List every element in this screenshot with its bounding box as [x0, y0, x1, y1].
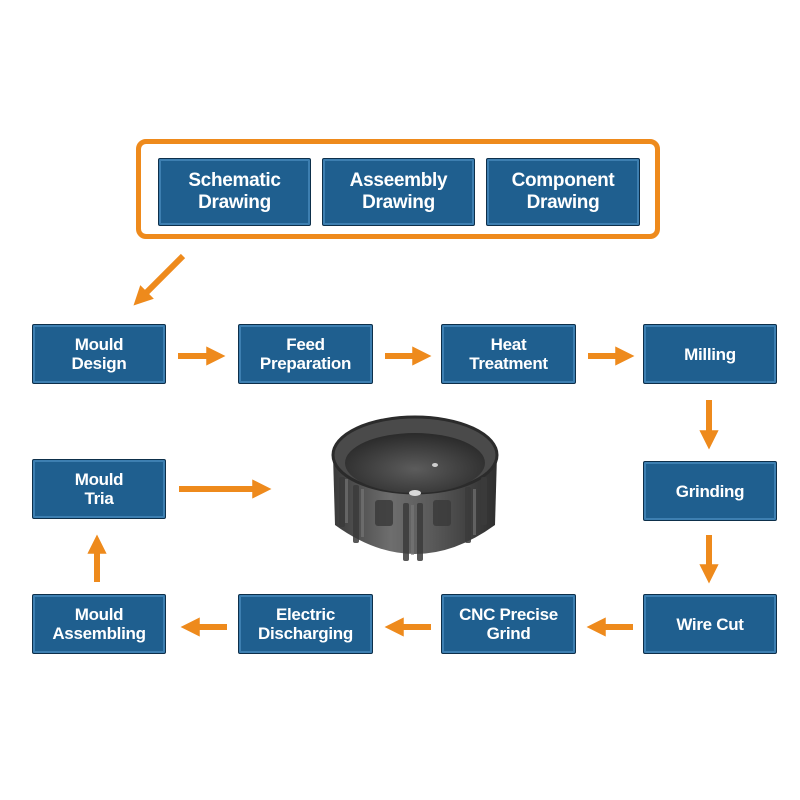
mould-assembling-label: Mould Assembling [52, 605, 146, 643]
grinding-label: Grinding [675, 481, 745, 501]
milling-box: Milling [643, 324, 777, 384]
electric-discharging-box: Electric Discharging [238, 594, 373, 654]
heat-treatment-label: Heat Treatment [469, 335, 548, 373]
grinding-box: Grinding [643, 461, 777, 521]
milling-label: Milling [684, 344, 736, 364]
feed-preparation-box: Feed Preparation [238, 324, 373, 384]
schematic-drawing-label: Schematic Drawing [188, 170, 281, 213]
assembly-drawing-box: Asseembly Drawing [322, 158, 475, 226]
schematic-drawing-box: Schematic Drawing [158, 158, 311, 226]
mould-assembling-box: Mould Assembling [32, 594, 166, 654]
component-drawing-label: Component Drawing [511, 170, 615, 213]
cnc-precise-grind-box: CNC Precise Grind [441, 594, 576, 654]
heat-treatment-box: Heat Treatment [441, 324, 576, 384]
arrow-drawings-to-mould-design [133, 253, 186, 306]
mould-design-box: Mould Design [32, 324, 166, 384]
mould-product-image [331, 415, 499, 561]
assembly-drawing-label: Asseembly Drawing [349, 170, 448, 213]
electric-discharging-label: Electric Discharging [258, 605, 353, 643]
mould-tria-label: Mould Tria [74, 470, 124, 508]
mould-design-label: Mould Design [71, 335, 127, 373]
wire-cut-box: Wire Cut [643, 594, 777, 654]
feed-preparation-label: Feed Preparation [259, 335, 352, 373]
mould-tria-box: Mould Tria [32, 459, 166, 519]
component-drawing-box: Component Drawing [486, 158, 640, 226]
wire-cut-label: Wire Cut [676, 614, 744, 634]
cnc-precise-grind-label: CNC Precise Grind [459, 605, 558, 643]
